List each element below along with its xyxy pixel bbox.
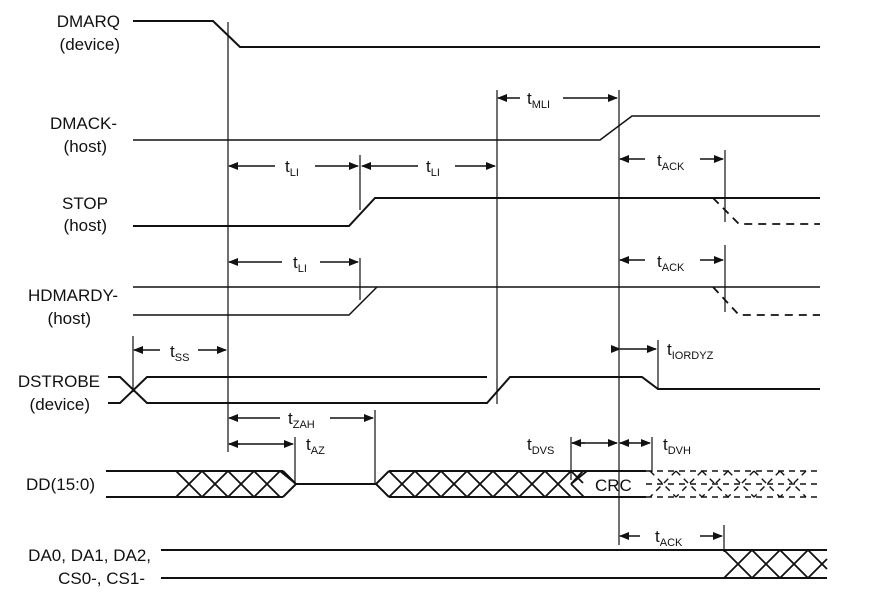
timing-sub: ZAH (293, 419, 315, 431)
timing-label-tli-stop-2: tLI (426, 157, 440, 179)
timing-label-tack-da: tACK (655, 527, 683, 549)
signal-source-hdmardy: (host) (48, 309, 91, 328)
signal-source-da: CS0-, CS1- (58, 569, 145, 588)
timing-labels: tMLI tLI tLI tACK tLI tACK tSS tIORDYZ t… (170, 89, 714, 549)
timing-label-tdvs: tDVS (527, 435, 554, 457)
timing-label-tiordyz: tIORDYZ (667, 340, 714, 362)
timing-label-tss: tSS (170, 342, 189, 364)
signal-label-dstrobe: DSTROBE (18, 372, 100, 391)
timing-sub: LI (298, 263, 307, 275)
signal-labels: DMARQ (device) DMACK- (host) STOP (host)… (18, 12, 151, 588)
timing-sub: AZ (311, 445, 325, 457)
timing-sub: MLI (532, 99, 550, 111)
timing-sub: SS (175, 352, 190, 364)
signal-source-dmarq: (device) (60, 35, 120, 54)
signal-label-hdmardy: HDMARDY- (28, 286, 118, 305)
timing-sub: ACK (662, 262, 685, 274)
signal-label-da: DA0, DA1, DA2, (28, 546, 151, 565)
signal-label-stop: STOP (62, 194, 108, 213)
waveform-dmarq (133, 21, 820, 47)
waveform-hdmardy (133, 287, 377, 315)
crc-label: CRC (595, 476, 632, 495)
timing-label-tmli: tMLI (527, 89, 550, 111)
waveform-dmack (133, 116, 820, 140)
waveform-hdmardy-dashed (713, 287, 820, 315)
timing-label-tli-stop-1: tLI (285, 157, 299, 179)
signal-label-dmack: DMACK- (50, 114, 117, 133)
waveforms (106, 21, 827, 578)
timing-sub: DVS (532, 445, 555, 457)
signal-source-stop: (host) (64, 216, 107, 235)
timing-sub: ACK (662, 161, 685, 173)
signal-source-dmack: (host) (64, 137, 107, 156)
timing-sub: LI (431, 167, 440, 179)
timing-sub: LI (290, 167, 299, 179)
timing-sub: IORDYZ (672, 350, 714, 362)
signal-label-dmarq: DMARQ (57, 12, 120, 31)
timing-sub: ACK (660, 537, 683, 549)
timing-label-tack-stop: tACK (657, 151, 685, 173)
timing-label-taz: tAZ (306, 435, 325, 457)
waveform-stop-dashed (713, 198, 820, 224)
waveform-da (161, 550, 827, 578)
waveform-dstrobe-a (108, 377, 820, 403)
timing-label-tzah: tZAH (288, 409, 315, 431)
timing-label-tdvh: tDVH (663, 435, 691, 457)
timing-label-tli-hdmardy: tLI (293, 253, 307, 275)
timing-sub: DVH (668, 445, 691, 457)
waveform-dstrobe-b (108, 377, 487, 403)
waveform-dd (106, 471, 820, 497)
timing-label-tack-hdmardy: tACK (657, 252, 685, 274)
signal-source-dstrobe: (device) (30, 395, 90, 414)
signal-label-dd: DD(15:0) (26, 475, 95, 494)
